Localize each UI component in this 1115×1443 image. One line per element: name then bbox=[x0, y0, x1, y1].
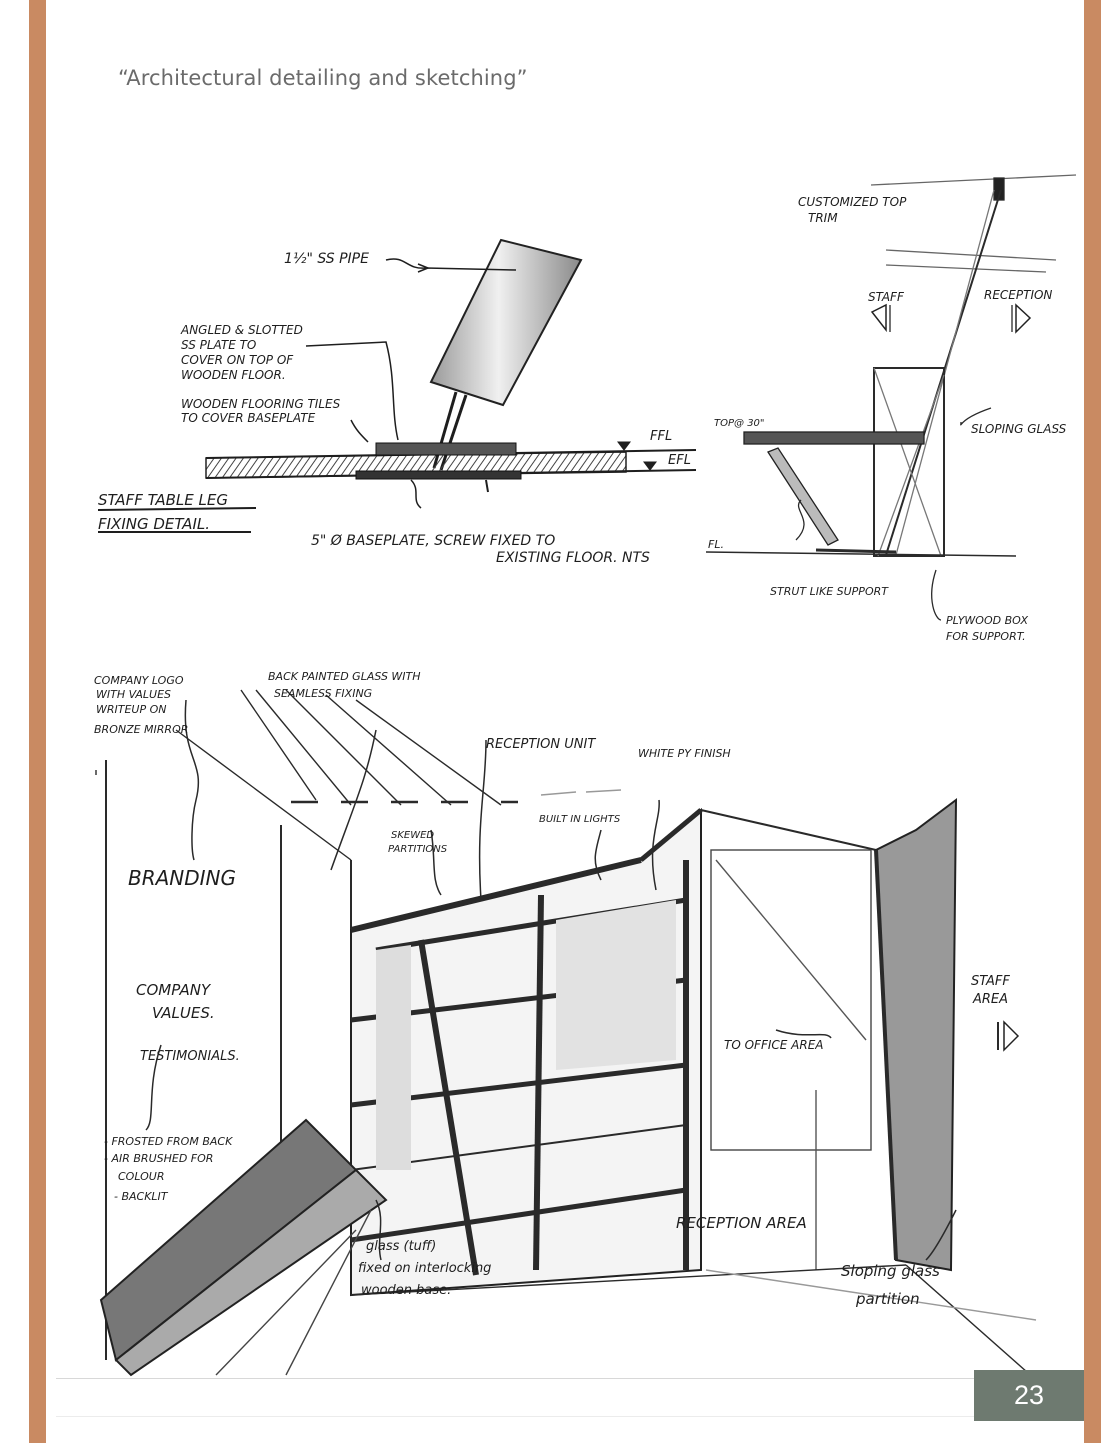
plate-label-1: ANGLED & SLOTTED bbox=[180, 323, 303, 337]
trim-label-2: TRIM bbox=[808, 211, 838, 225]
company-values-1: COMPANY bbox=[136, 981, 212, 999]
plate-label-2: SS PLATE TO bbox=[181, 338, 256, 352]
page-caption: “Architectural detailing and sketching” bbox=[118, 66, 528, 90]
pipe-label: 1½" SS PIPE bbox=[284, 251, 369, 267]
tiles-label-2: TO COVER BASEPLATE bbox=[181, 411, 316, 425]
right-border-bar bbox=[1084, 0, 1101, 1443]
note-3: COLOUR bbox=[118, 1170, 164, 1183]
top-label: TOP@ 30" bbox=[714, 418, 765, 429]
glass-note-1: glass (tuff) bbox=[366, 1239, 436, 1254]
glass-label-2: SEAMLESS FIXING bbox=[274, 687, 372, 700]
office-doorway bbox=[710, 849, 872, 1151]
staff-label: STAFF bbox=[868, 290, 905, 304]
fl-label: FL. bbox=[708, 538, 724, 551]
sloping-glass-partition bbox=[874, 797, 958, 1272]
ffl-label: FFL bbox=[650, 429, 672, 444]
reception-area-label: RECEPTION AREA bbox=[676, 1214, 807, 1232]
plywood-label-2: FOR SUPPORT. bbox=[946, 630, 1026, 643]
ss-pipe bbox=[429, 238, 583, 407]
note-2: - AIR BRUSHED FOR bbox=[104, 1152, 213, 1165]
footer-rule bbox=[56, 1378, 974, 1379]
angled-plate bbox=[375, 442, 517, 456]
plate-label-3: COVER ON TOP OF bbox=[181, 353, 294, 367]
skewed-label-2: PARTITIONS bbox=[388, 844, 448, 855]
trim-label-1: CUSTOMIZED TOP bbox=[798, 195, 907, 209]
baseplate-label-1: 5" Ø BASEPLATE, SCREW FIXED TO bbox=[311, 533, 555, 549]
strut-label: STRUT LIKE SUPPORT bbox=[770, 585, 889, 598]
branding-label: BRANDING bbox=[128, 866, 236, 890]
table-leg-detail: 1½" SS PIPE ANGLED & SLOTTED SS PLATE TO… bbox=[97, 238, 697, 566]
reception-unit-label: RECEPTION UNIT bbox=[486, 737, 596, 752]
note-1: - FROSTED FROM BACK bbox=[104, 1135, 233, 1148]
footer-rule-lower bbox=[56, 1416, 1084, 1417]
page-number-badge: 23 bbox=[974, 1370, 1084, 1421]
table-top bbox=[743, 431, 925, 445]
detail-title-2: FIXING DETAIL. bbox=[98, 515, 210, 533]
sloping-glass-note-2: partition bbox=[855, 1290, 920, 1308]
staff-area-1: STAFF bbox=[971, 974, 1010, 989]
reception-perspective-sketch: COMPANY LOGO WITH VALUES WRITEUP ON BRON… bbox=[94, 670, 1037, 1381]
sloping-glass-note-1: Sloping glass bbox=[841, 1262, 940, 1280]
baseplate-label-2: EXISTING FLOOR. NTS bbox=[496, 550, 650, 566]
logo-label-2: WITH VALUES bbox=[96, 688, 171, 701]
glass-label-1: BACK PAINTED GLASS WITH bbox=[268, 670, 421, 683]
sloping-glass-label: SLOPING GLASS bbox=[971, 422, 1067, 436]
logo-label-1: COMPANY LOGO bbox=[94, 674, 184, 687]
logo-label-3: WRITEUP ON bbox=[96, 703, 167, 716]
glass-note-3: wooden base. bbox=[361, 1283, 451, 1298]
efl-label: EFL bbox=[668, 453, 691, 468]
built-in-lights-label: BUILT IN LIGHTS bbox=[539, 814, 621, 825]
left-border-bar bbox=[29, 0, 46, 1443]
plywood-label-1: PLYWOOD BOX bbox=[946, 614, 1028, 627]
architectural-sketch: 1½" SS PIPE ANGLED & SLOTTED SS PLATE TO… bbox=[94, 174, 1077, 1381]
baseplate bbox=[355, 470, 522, 480]
glass-note-2: fixed on interlocking bbox=[358, 1261, 491, 1276]
reception-section-sketch: CUSTOMIZED TOP TRIM STAFF RECEPTION TOP@… bbox=[705, 174, 1077, 643]
office-label: TO OFFICE AREA bbox=[724, 1038, 824, 1052]
reception-label: RECEPTION bbox=[984, 288, 1052, 302]
detail-title-1: STAFF TABLE LEG bbox=[98, 491, 228, 509]
testimonials-label: TESTIMONIALS. bbox=[140, 1049, 240, 1064]
page-number: 23 bbox=[1013, 1380, 1045, 1410]
tiles-label-1: WOODEN FLOORING TILES bbox=[181, 397, 341, 411]
company-values-2: VALUES. bbox=[152, 1004, 215, 1022]
note-4: - BACKLIT bbox=[114, 1190, 169, 1203]
logo-label-4: BRONZE MIRROR bbox=[94, 723, 188, 736]
staff-area-2: AREA bbox=[972, 992, 1008, 1007]
skewed-label-1: SKEWED bbox=[391, 830, 434, 841]
plywood-box bbox=[873, 367, 945, 557]
white-py-label: WHITE PY FINISH bbox=[638, 747, 731, 760]
plate-label-4: WOODEN FLOOR. bbox=[181, 368, 286, 382]
